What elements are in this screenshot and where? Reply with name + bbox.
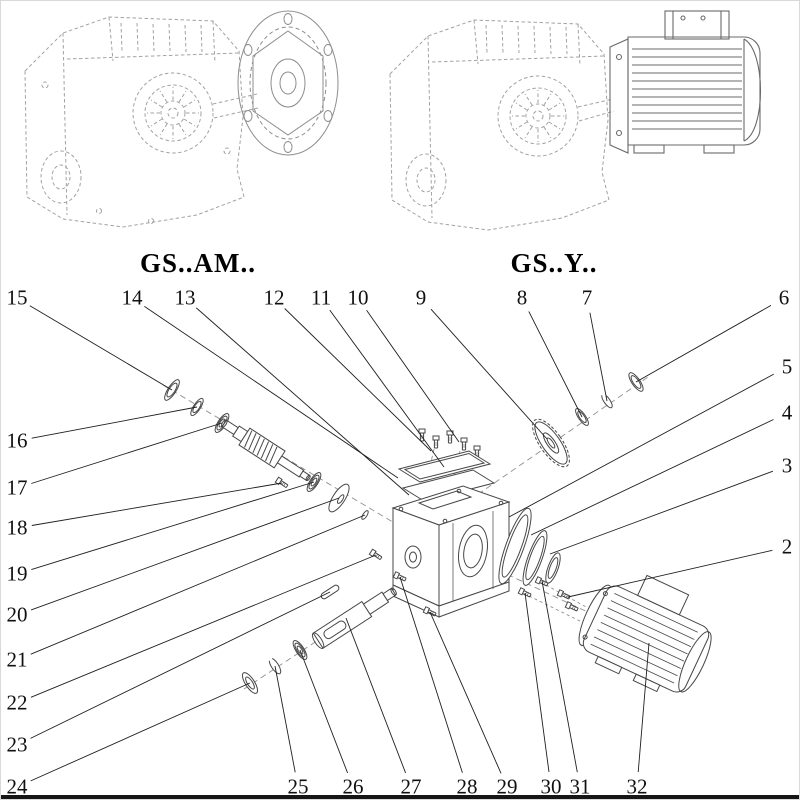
leader-line-3 [549,470,774,555]
page-bottom-edge [1,795,799,799]
gearbox-drawing-gsam [24,10,339,228]
cover-screw [460,437,468,451]
leader-line-23 [30,591,331,739]
cover-screw [432,435,440,449]
motor-32 [578,574,712,693]
leader-line-10 [366,310,460,443]
leader-line-22 [30,554,377,698]
leader-line-28 [399,576,463,773]
leader-line-18 [31,482,283,526]
worm-shaft-19 [221,419,311,482]
leader-line-13 [196,307,410,496]
leader-line-16 [31,406,198,439]
output-shaft-27 [311,587,397,649]
flange-screw [564,601,580,613]
leader-line-26 [299,649,349,774]
figure-label-gsam: GS..AM.. [140,248,256,278]
ring-4 [522,530,548,586]
leader-line-7 [589,312,608,402]
cover-plate-11 [397,450,492,483]
leader-line-15 [29,305,173,391]
leader-line-12 [284,308,432,452]
helical-gear-9 [532,418,570,468]
leader-line-4 [530,419,774,536]
flange-drawing [237,10,339,156]
gearbox-drawing-gsy [389,10,762,231]
figure-label-gsy: GS..Y.. [510,248,598,278]
leader-line-9 [430,308,548,440]
leader-line-27 [345,617,407,774]
exploded-view [162,372,712,694]
motor-drawing [609,10,762,154]
gear-housing [391,485,511,618]
leader-line-6 [635,305,772,383]
leader-line-24 [30,682,251,782]
leader-line-29 [429,611,502,774]
leader-line-17 [31,422,223,484]
leader-line-11 [329,309,445,468]
leader-line-25 [274,665,296,773]
leader-line-5 [508,373,775,518]
leader-line-30 [524,592,550,773]
leader-line-2 [567,549,773,598]
leader-line-8 [528,311,583,418]
leader-line-14 [144,306,399,479]
leader-line-31 [541,580,578,773]
ring-3 [545,552,561,584]
leader-lines [29,305,775,782]
leader-line-32 [637,642,650,773]
leader-line-20 [30,497,340,611]
leader-line-21 [30,514,366,655]
gasket-13 [401,469,496,502]
leader-line-19 [31,481,315,571]
flange-gasket-5 [498,507,532,585]
